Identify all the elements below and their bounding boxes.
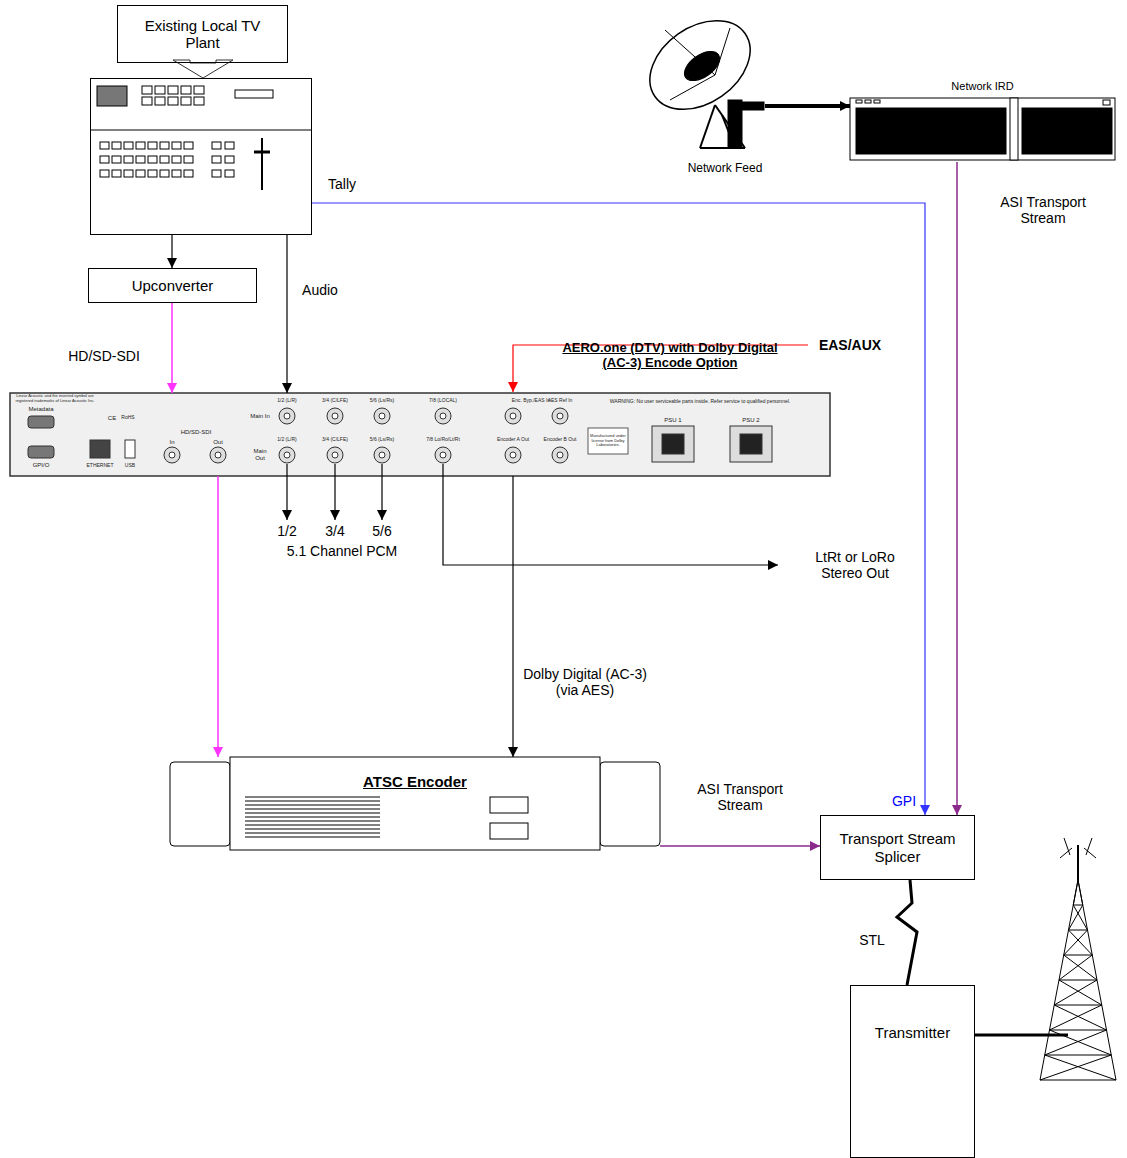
panel-marking: AES Ref In bbox=[548, 398, 573, 404]
panel-marking: CE bbox=[108, 415, 116, 422]
panel-marking: Main In bbox=[250, 413, 270, 420]
edge-label: HD/SD-SDI bbox=[66, 348, 142, 364]
signal-connector bbox=[217, 476, 219, 757]
signal-connector bbox=[171, 303, 173, 393]
panel-marking: 5/6 (Ls/Rs) bbox=[370, 398, 394, 404]
receiver-box: Network IRD bbox=[850, 80, 1115, 162]
edge-label: Audio bbox=[300, 282, 340, 298]
switcher-box bbox=[90, 78, 312, 235]
edge-label: ASI Transport Stream bbox=[986, 194, 1100, 226]
panel-marking: Linear Acoustic and the inverted symbol … bbox=[10, 394, 100, 403]
edge-label: STL bbox=[857, 932, 887, 948]
node-label: Transmitter bbox=[875, 1024, 950, 1041]
panel-marking: GPI/O bbox=[33, 462, 50, 469]
node-label: ATSC Encoder bbox=[363, 773, 467, 790]
panel-marking: Out bbox=[213, 439, 223, 446]
signal-label: 5/6 bbox=[372, 523, 391, 539]
node-label: Network Feed bbox=[688, 162, 763, 176]
tower bbox=[1040, 838, 1116, 1080]
satellite-dish bbox=[633, 2, 767, 148]
panel-marking: Enc. Byp./EAS In bbox=[512, 398, 550, 404]
panel-marking: Metadata bbox=[28, 406, 53, 413]
panel-marking: Encoder A Out bbox=[497, 437, 529, 443]
panel-marking: HD/SD-SDI bbox=[181, 429, 212, 436]
panel-marking: RoHS bbox=[121, 415, 134, 421]
dish-group: Network Feed bbox=[650, 8, 800, 176]
signal-label: LtRt or LoRo Stereo Out bbox=[795, 549, 915, 581]
antenna-feed bbox=[975, 1034, 1068, 1037]
panel-marking: 1/2 (L/R) bbox=[277, 437, 296, 443]
panel-marking: 3/4 (C/LFE) bbox=[322, 398, 348, 404]
edge-label: ASI Transport Stream bbox=[688, 781, 792, 813]
node-label: Network IRD bbox=[951, 80, 1013, 93]
panel-marking: 3/4 (C/LFE) bbox=[322, 437, 348, 443]
panel-marking: WARNING: No user serviceable parts insid… bbox=[585, 399, 815, 405]
rear-panel bbox=[10, 393, 830, 476]
signal-label: GPI bbox=[892, 793, 916, 809]
panel-marking: 1/2 (L/R) bbox=[277, 398, 296, 404]
process-box: Upconverter bbox=[88, 268, 257, 303]
signal-connector bbox=[286, 235, 287, 393]
signal-label: 5.1 Channel PCM bbox=[287, 543, 398, 559]
panel-marking: USB bbox=[125, 463, 135, 469]
panel-heading: AERO.one (DTV) with Dolby Digital (AC-3)… bbox=[555, 341, 785, 371]
ird-illustration bbox=[850, 98, 1115, 160]
panel-marking: Main Out bbox=[250, 448, 270, 462]
source-box: Existing Local TV Plant bbox=[117, 5, 288, 63]
panel-marking: Manufactured under license from Dolby La… bbox=[589, 434, 627, 448]
panel-marking: ETHERNET bbox=[87, 463, 114, 469]
node-label: Upconverter bbox=[132, 277, 214, 294]
encoder-chassis bbox=[170, 757, 660, 850]
panel-marking: Encoder B Out bbox=[544, 437, 577, 443]
edge-label: Dolby Digital (AC-3) (via AES) bbox=[518, 666, 652, 698]
encoder-box: ATSC Encoder bbox=[170, 757, 660, 850]
signal-label: 3/4 bbox=[325, 523, 344, 539]
signal-connector bbox=[956, 162, 958, 815]
panel-marking: PSU 1 bbox=[664, 417, 681, 424]
node-label: Existing Local TV Plant bbox=[126, 17, 279, 52]
signal-connector bbox=[512, 476, 513, 757]
pcm-outputs bbox=[287, 464, 778, 565]
signal-connector bbox=[765, 104, 850, 108]
node-label: Transport Stream Splicer bbox=[829, 830, 966, 865]
signal-connector bbox=[660, 845, 820, 847]
splicer-box: Transport Stream Splicer bbox=[820, 815, 975, 880]
signal-connector bbox=[897, 880, 917, 985]
panel-marking: PSU 2 bbox=[742, 417, 759, 424]
edge-label: Tally bbox=[326, 176, 358, 192]
panel-marking: 5/6 (Ls/Rs) bbox=[370, 437, 394, 443]
signal-label: EAS/AUX bbox=[819, 337, 881, 353]
signal-connector bbox=[171, 235, 172, 268]
signal-connector bbox=[312, 203, 925, 815]
panel-marking: In bbox=[169, 439, 174, 446]
panel-marking: 7/8 Lo/Ro/Lt/Rt bbox=[426, 437, 460, 443]
transmitter-box: Transmitter bbox=[850, 985, 975, 1158]
signal-label: 1/2 bbox=[277, 523, 296, 539]
switcher-illustration bbox=[90, 86, 312, 190]
panel-marking: 7/8 (LOCAL) bbox=[429, 398, 457, 404]
